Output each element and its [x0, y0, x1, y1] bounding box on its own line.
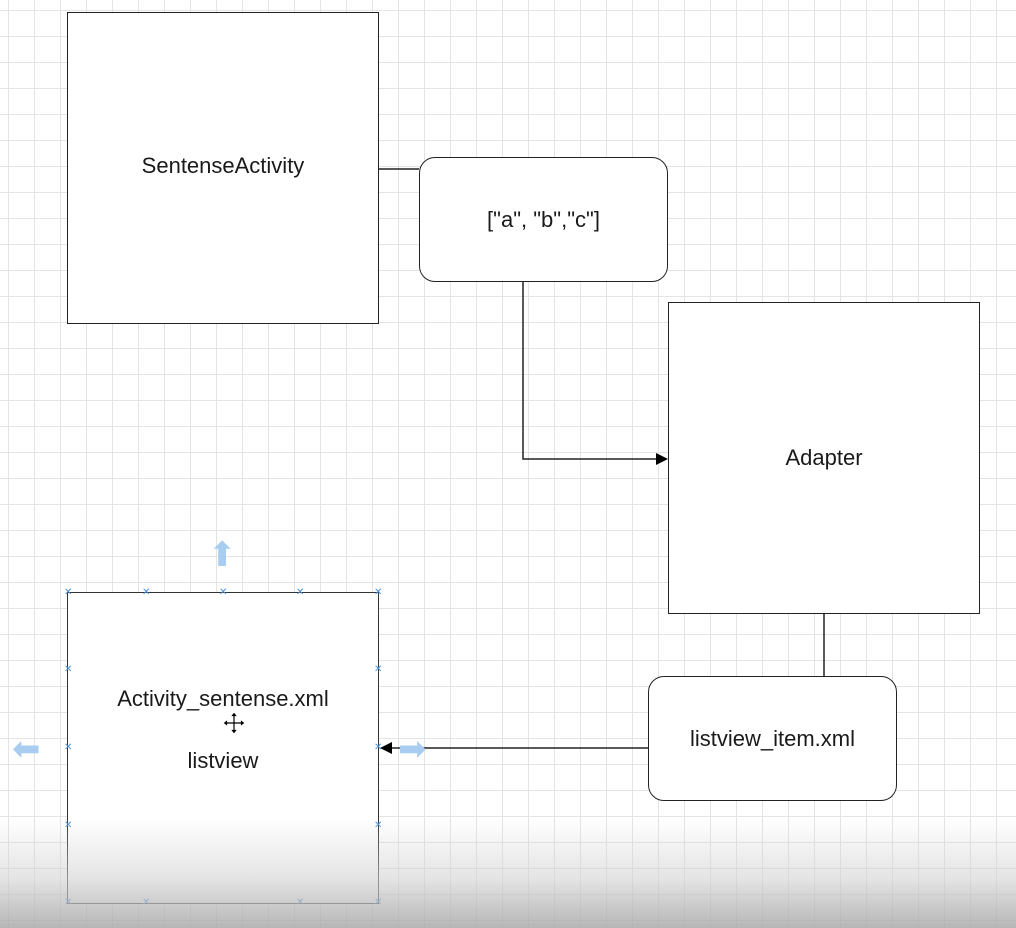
- node-label: listview_item.xml: [689, 725, 856, 751]
- node-label: SentenseActivity: [141, 153, 305, 178]
- resize-handle-icon[interactable]: ✕: [374, 587, 383, 598]
- node-adapter[interactable]: Adapter: [668, 302, 980, 614]
- resize-handle-icon[interactable]: ✕: [64, 664, 73, 675]
- resize-handle-icon[interactable]: ✕: [142, 897, 151, 908]
- connect-arrow-icon[interactable]: ➡: [398, 730, 427, 768]
- node-label: ["a", "b","c"]: [487, 206, 600, 232]
- resize-handle-icon[interactable]: ✕: [64, 897, 73, 908]
- resize-handle-icon[interactable]: ✕: [374, 664, 383, 675]
- node-label: Activity_sentense.xml: [117, 686, 329, 711]
- resize-handle-icon[interactable]: ✕: [374, 820, 383, 831]
- node-listview-item[interactable]: listview_item.xml: [648, 676, 897, 801]
- resize-handle-icon[interactable]: ✕: [219, 587, 228, 598]
- node-label: Adapter: [785, 445, 863, 470]
- resize-handle-icon[interactable]: ✕: [296, 587, 305, 598]
- resize-handle-icon[interactable]: ✕: [142, 587, 151, 598]
- edge-array-to-adapter[interactable]: [522, 282, 668, 465]
- node-array[interactable]: ["a", "b","c"]: [419, 157, 668, 282]
- connect-arrow-icon[interactable]: ⬅: [12, 730, 41, 768]
- resize-handle-icon[interactable]: ✕: [374, 742, 383, 753]
- resize-handle-icon[interactable]: ✕: [374, 897, 383, 908]
- resize-handle-icon[interactable]: ✕: [296, 897, 305, 908]
- resize-handle-icon[interactable]: ✕: [64, 820, 73, 831]
- resize-handle-icon[interactable]: ✕: [64, 742, 73, 753]
- resize-handle-icon[interactable]: ✕: [64, 587, 73, 598]
- move-cursor-icon: [222, 711, 246, 735]
- node-activity-xml[interactable]: Activity_sentense.xml listview: [67, 592, 379, 904]
- connect-arrow-icon[interactable]: ⬆: [208, 536, 237, 574]
- node-sentense-activity[interactable]: SentenseActivity: [67, 12, 379, 324]
- node-sublabel: listview: [187, 748, 259, 773]
